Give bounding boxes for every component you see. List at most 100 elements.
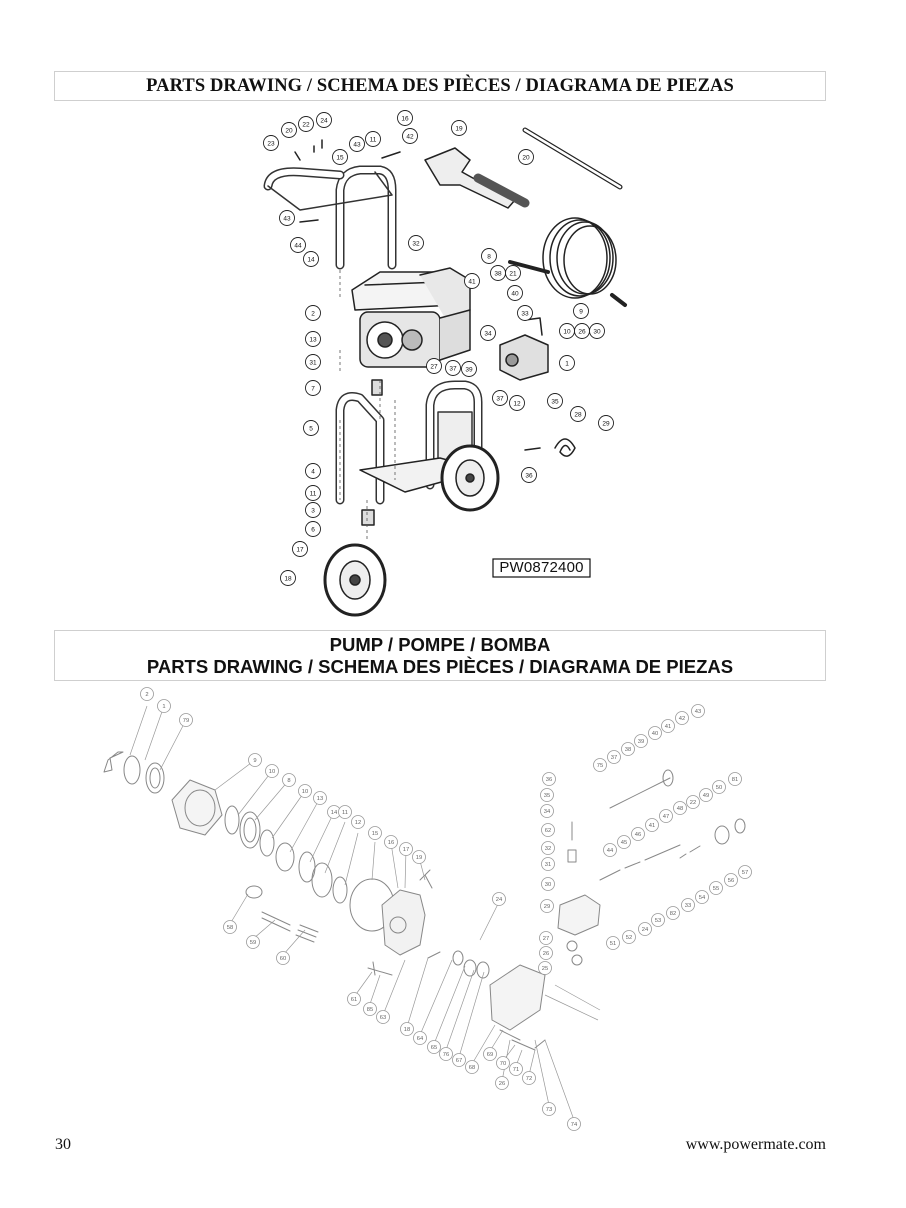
- svg-text:26: 26: [578, 329, 586, 336]
- svg-text:21: 21: [509, 271, 517, 278]
- svg-text:47: 47: [663, 814, 669, 820]
- svg-text:35: 35: [551, 399, 559, 406]
- svg-text:17: 17: [403, 847, 409, 853]
- svg-text:34: 34: [484, 331, 492, 338]
- svg-text:40: 40: [652, 731, 658, 737]
- svg-text:36: 36: [525, 473, 533, 480]
- svg-text:1: 1: [565, 361, 569, 368]
- pump-header-line2: PARTS DRAWING / SCHEMA DES PIÈCES / DIAG…: [146, 656, 734, 677]
- svg-text:12: 12: [513, 401, 521, 408]
- svg-text:5: 5: [309, 426, 313, 433]
- svg-text:30: 30: [545, 882, 551, 888]
- svg-text:11: 11: [310, 491, 317, 498]
- svg-text:54: 54: [699, 895, 706, 901]
- svg-text:76: 76: [443, 1052, 449, 1058]
- website-link[interactable]: www.powermate.com: [685, 1136, 826, 1153]
- svg-text:75: 75: [597, 763, 603, 769]
- svg-text:30: 30: [593, 329, 601, 336]
- svg-text:42: 42: [406, 134, 414, 141]
- svg-text:52: 52: [626, 935, 632, 941]
- svg-text:69: 69: [487, 1052, 493, 1058]
- svg-text:45: 45: [621, 840, 627, 846]
- svg-text:74: 74: [571, 1122, 578, 1128]
- svg-text:13: 13: [309, 337, 317, 344]
- svg-text:33: 33: [685, 903, 691, 909]
- svg-text:34: 34: [544, 809, 551, 815]
- svg-text:61: 61: [351, 997, 357, 1003]
- svg-text:81: 81: [732, 777, 738, 783]
- svg-text:41: 41: [665, 724, 671, 730]
- svg-text:38: 38: [494, 271, 502, 278]
- svg-text:6: 6: [311, 527, 315, 534]
- svg-text:12: 12: [355, 820, 361, 826]
- svg-text:24: 24: [320, 118, 328, 125]
- svg-text:68: 68: [469, 1065, 475, 1071]
- svg-text:20: 20: [285, 128, 293, 135]
- svg-text:40: 40: [511, 291, 519, 298]
- svg-text:9: 9: [253, 758, 256, 764]
- svg-text:48: 48: [677, 806, 683, 812]
- svg-text:11: 11: [342, 810, 348, 816]
- svg-text:24: 24: [642, 927, 649, 933]
- svg-text:17: 17: [296, 547, 304, 554]
- svg-text:10: 10: [269, 769, 275, 775]
- svg-text:2: 2: [145, 692, 148, 698]
- svg-text:14: 14: [307, 257, 315, 264]
- svg-text:44: 44: [607, 848, 614, 854]
- svg-text:70: 70: [500, 1061, 506, 1067]
- svg-text:51: 51: [610, 941, 616, 947]
- svg-text:19: 19: [455, 126, 463, 133]
- svg-text:27: 27: [543, 936, 549, 942]
- svg-text:64: 64: [417, 1036, 424, 1042]
- svg-text:18: 18: [284, 576, 292, 583]
- svg-text:59: 59: [250, 940, 256, 946]
- svg-text:43: 43: [695, 709, 701, 715]
- svg-text:8: 8: [287, 778, 290, 784]
- svg-text:63: 63: [380, 1015, 386, 1021]
- svg-text:24: 24: [496, 897, 503, 903]
- svg-text:29: 29: [544, 904, 550, 910]
- svg-text:73: 73: [546, 1107, 552, 1113]
- svg-text:23: 23: [267, 141, 275, 148]
- svg-text:2: 2: [311, 311, 315, 318]
- svg-text:67: 67: [456, 1058, 462, 1064]
- svg-text:13: 13: [317, 796, 323, 802]
- svg-text:37: 37: [449, 366, 457, 373]
- svg-text:39: 39: [465, 367, 473, 374]
- pump-header-line1: PUMP / POMPE / BOMBA: [329, 634, 551, 655]
- svg-text:38: 38: [625, 747, 631, 753]
- svg-text:32: 32: [412, 241, 420, 248]
- svg-text:22: 22: [690, 800, 696, 806]
- svg-text:50: 50: [716, 785, 722, 791]
- callout-bubbles-1: [263, 110, 614, 586]
- svg-text:3: 3: [311, 508, 315, 515]
- svg-text:19: 19: [416, 855, 422, 861]
- svg-text:46: 46: [635, 832, 641, 838]
- svg-text:22: 22: [302, 122, 310, 129]
- svg-text:82: 82: [670, 911, 676, 917]
- svg-text:41: 41: [468, 279, 476, 286]
- svg-text:32: 32: [545, 846, 551, 852]
- svg-text:37: 37: [496, 396, 504, 403]
- svg-text:28: 28: [574, 412, 582, 419]
- svg-text:16: 16: [401, 116, 409, 123]
- svg-text:7: 7: [311, 386, 315, 393]
- svg-text:56: 56: [728, 878, 734, 884]
- svg-text:36: 36: [546, 777, 552, 783]
- svg-text:16: 16: [388, 840, 394, 846]
- svg-text:39: 39: [638, 739, 644, 745]
- svg-text:31: 31: [309, 360, 317, 367]
- svg-text:18: 18: [404, 1027, 410, 1033]
- svg-text:35: 35: [544, 793, 550, 799]
- svg-text:4: 4: [311, 469, 315, 476]
- svg-text:26: 26: [543, 951, 549, 957]
- svg-text:25: 25: [542, 966, 548, 972]
- parts-drawing-header: PARTS DRAWING / SCHEMA DES PIÈCES / DIAG…: [54, 71, 826, 101]
- pump-drawing-header: PUMP / POMPE / BOMBA PARTS DRAWING / SCH…: [54, 630, 826, 681]
- svg-text:42: 42: [679, 716, 685, 722]
- svg-text:72: 72: [526, 1076, 532, 1082]
- svg-text:43: 43: [283, 216, 291, 223]
- svg-text:37: 37: [611, 755, 617, 761]
- svg-text:33: 33: [521, 311, 529, 318]
